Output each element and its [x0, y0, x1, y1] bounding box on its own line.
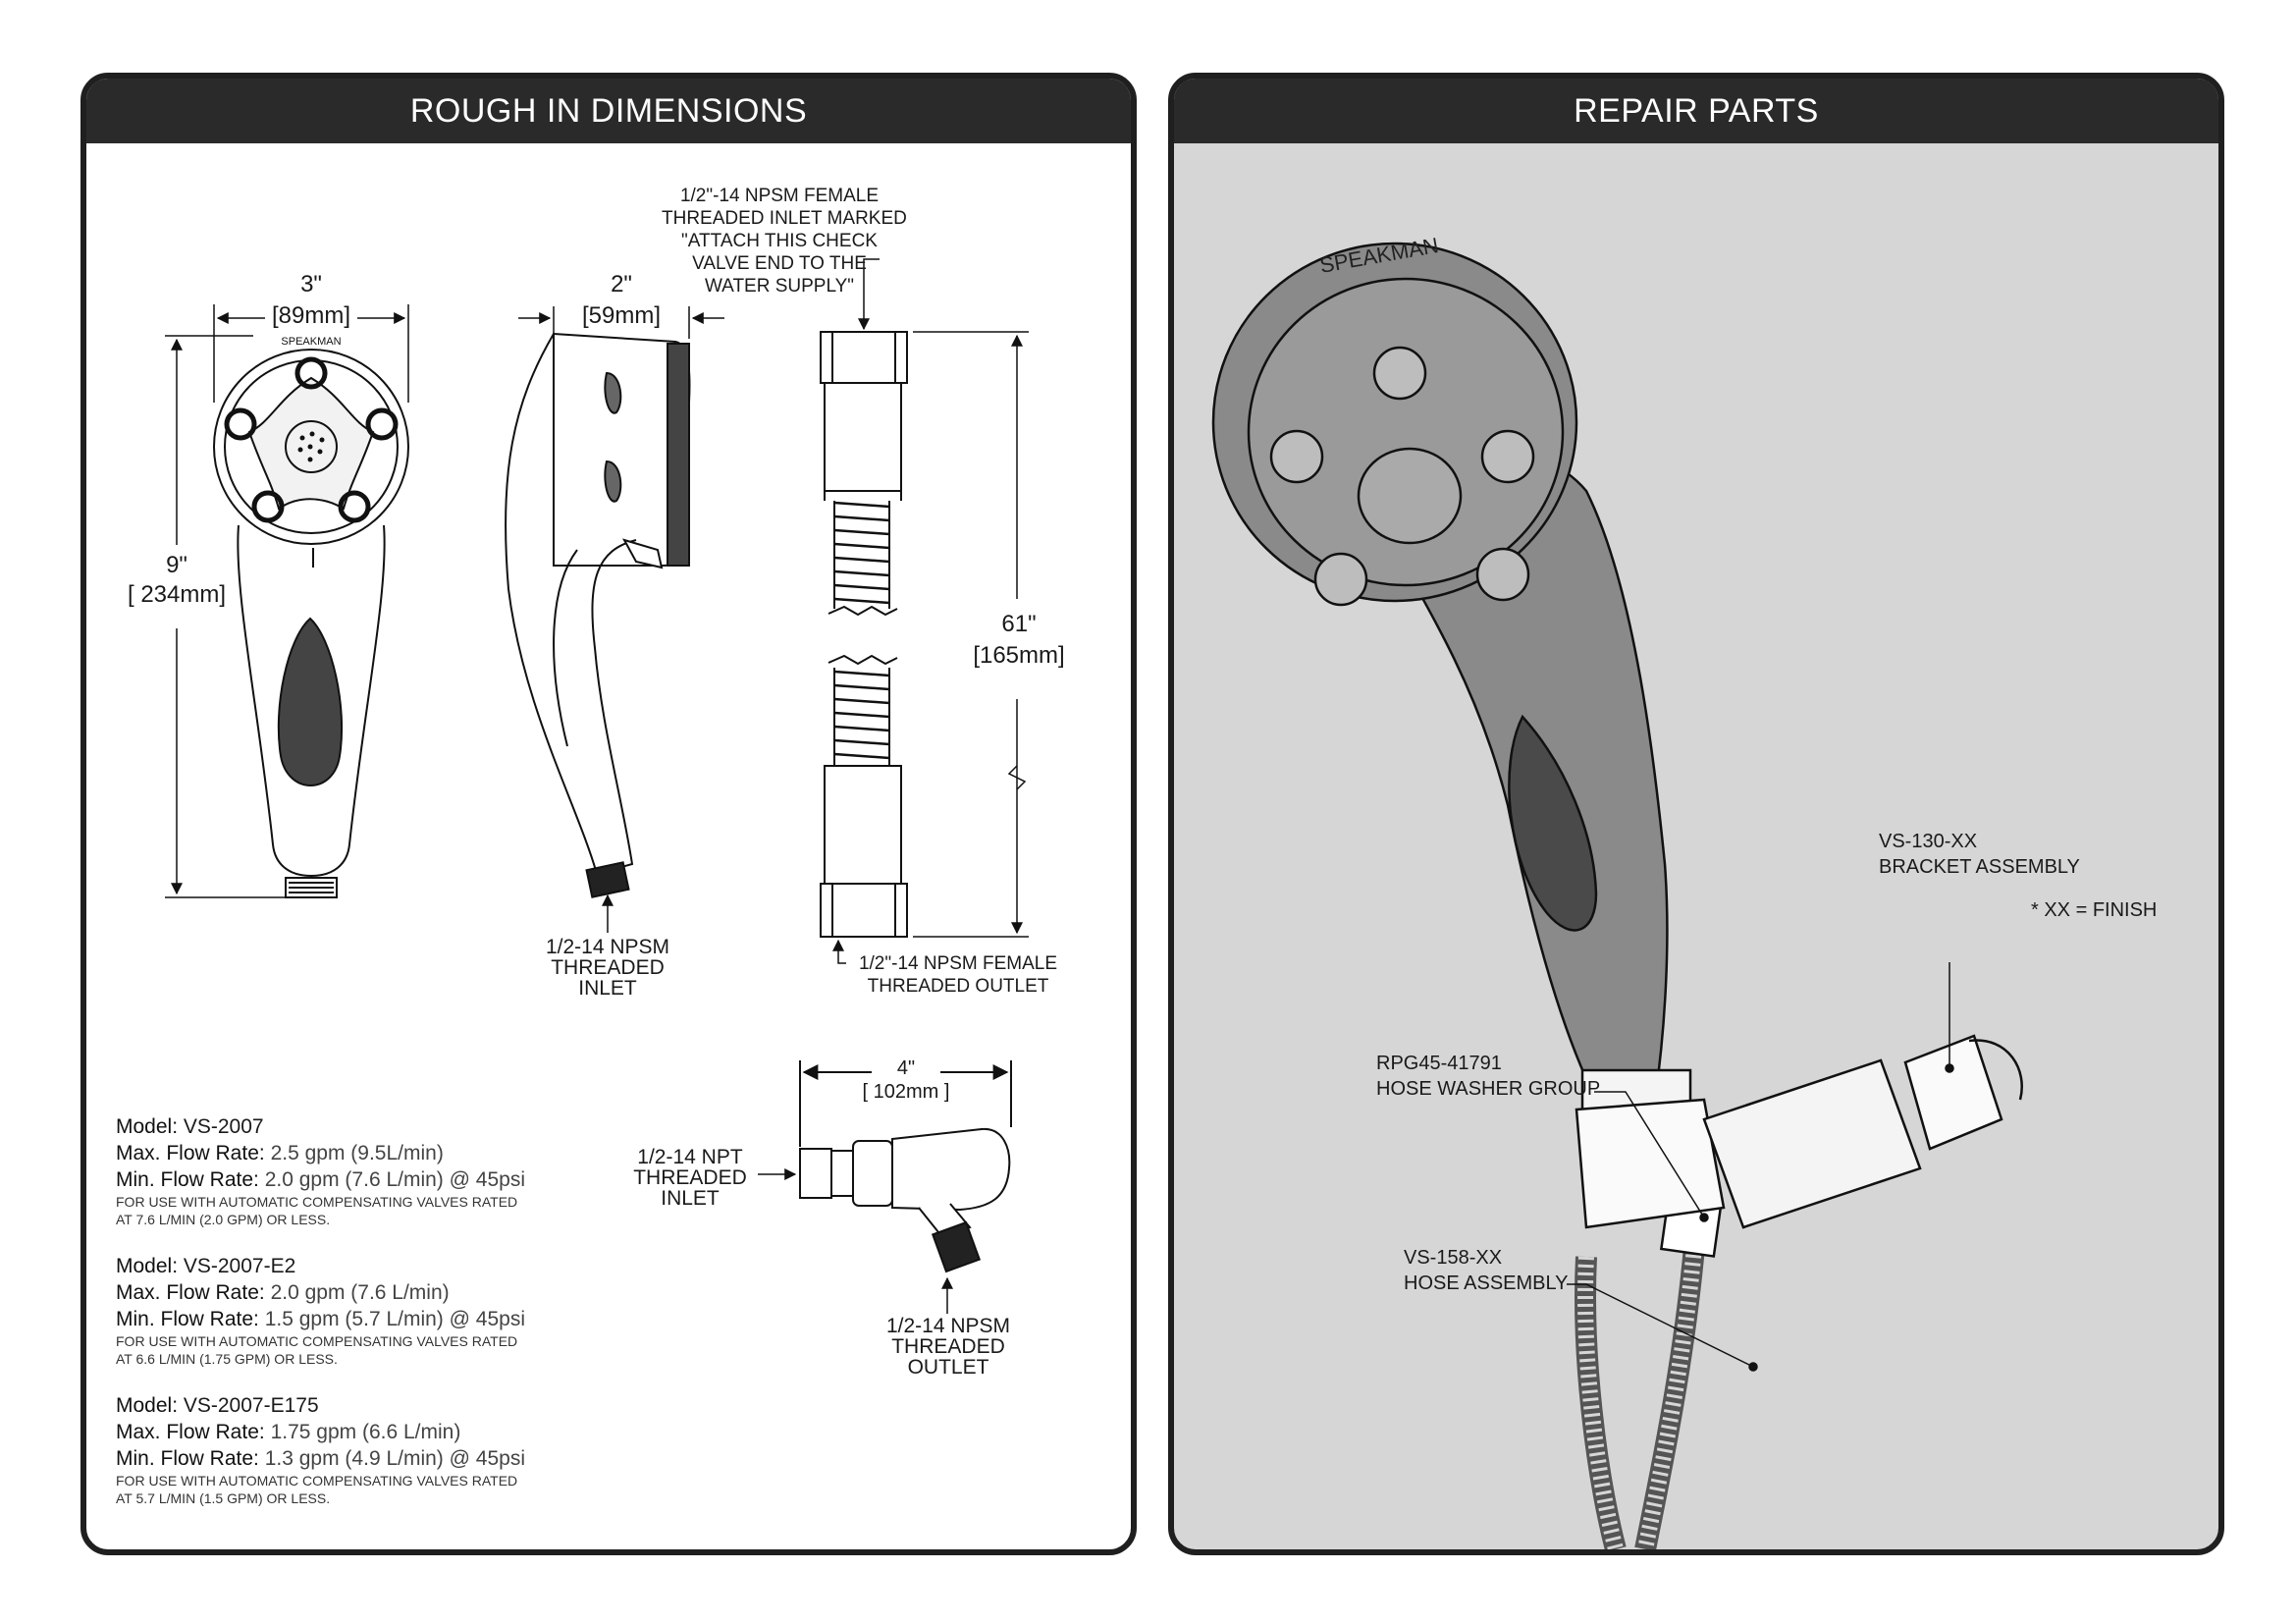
rough-in-drawings: SPEAKMAN — [165, 258, 1029, 1314]
hose-washer-part-label: RPG45-41791 HOSE WASHER GROUP — [1376, 1053, 1601, 1100]
depth-inch-label: 2" — [611, 271, 632, 298]
hose-part-label: VS-158-XX HOSE ASSEMBLY — [1404, 1247, 1569, 1294]
width-inch-label: 3" — [300, 271, 322, 298]
head-inlet-callout: 1/2-14 NPSM THREADED INLET — [545, 936, 670, 1000]
model-number: VS-2007-E2 — [183, 1255, 296, 1277]
width-dimension — [213, 304, 409, 403]
bracket-inlet-callout: 1/2-14 NPT THREADED INLET — [633, 1146, 747, 1210]
bracket-assembly-illustration — [1575, 1034, 2023, 1229]
hand-shower-illustration: SPEAKMAN — [1211, 233, 2023, 1549]
shower-front-view: SPEAKMAN — [213, 336, 409, 898]
bracket-mm-label: [ 102mm ] — [862, 1081, 950, 1103]
rough-in-header: ROUGH IN DIMENSIONS — [86, 79, 1131, 143]
depth-mm-label: [59mm] — [581, 302, 661, 329]
model-spec-3: Model: VS-2007-E175 Max. Flow Rate: 1.75… — [116, 1394, 525, 1506]
model-number: VS-2007 — [183, 1115, 264, 1138]
bracket-outlet-callout: 1/2-14 NPSM THREADED OUTLET — [885, 1315, 1011, 1379]
repair-parts-drawing: SPEAKMAN — [1211, 233, 2023, 1549]
repair-parts-header: REPAIR PARTS — [1174, 79, 2218, 143]
rough-in-panel: ROUGH IN DIMENSIONS — [80, 73, 1137, 1555]
hose-inlet-callout: 1/2"-14 NPSM FEMALE THREADED INLET MARKE… — [662, 186, 907, 297]
hose-inch-label: 61" — [1001, 611, 1037, 637]
height-dimension — [165, 335, 293, 898]
height-inch-label: 9" — [166, 552, 187, 578]
model-spec-2: Model: VS-2007-E2 Max. Flow Rate: 2.0 gp… — [116, 1255, 525, 1367]
height-mm-label: [ 234mm] — [127, 581, 227, 608]
hose-outlet-callout: 1/2"-14 NPSM FEMALE THREADED OUTLET — [858, 953, 1058, 997]
depth-dimension — [518, 306, 724, 339]
hose-illustration — [1575, 1193, 1724, 1549]
bracket-part-label: VS-130-XX BRACKET ASSEMBLY — [1879, 831, 2080, 878]
brand-logo-small: SPEAKMAN — [281, 336, 341, 348]
hose-drawing — [820, 331, 908, 938]
hose-mm-label: [165mm] — [973, 642, 1065, 669]
shower-side-view — [505, 332, 691, 898]
model-spec-1: Model: VS-2007 Max. Flow Rate: 2.5 gpm (… — [116, 1115, 525, 1227]
bracket-drawing — [799, 1060, 1012, 1273]
repair-parts-panel: REPAIR PARTS SPEAKMAN — [1168, 73, 2224, 1555]
callout-leaders — [602, 258, 953, 1314]
finish-note: * XX = FINISH — [2031, 899, 2158, 921]
width-mm-label: [89mm] — [271, 302, 350, 329]
hose-length-dimension — [913, 331, 1029, 938]
model-number: VS-2007-E175 — [183, 1394, 319, 1417]
bracket-inch-label: 4" — [896, 1057, 916, 1079]
part-leaders — [1567, 962, 1954, 1372]
